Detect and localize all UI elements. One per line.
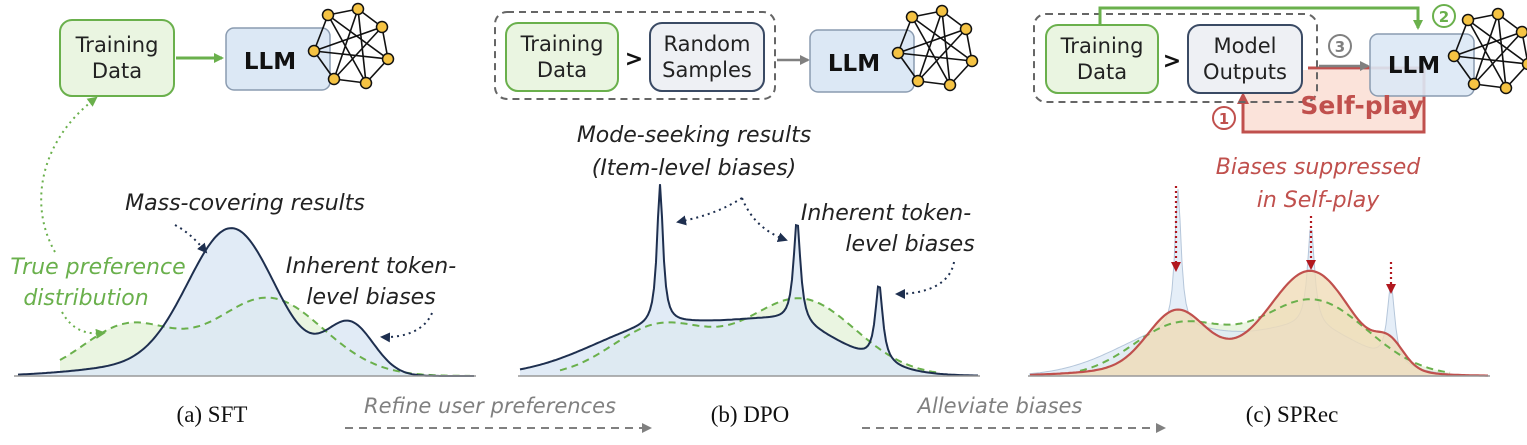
- sft-dotted-arrow-to-inherent: [382, 313, 432, 337]
- dpo-dotted-arrow-left-peak: [678, 198, 742, 222]
- sprec-caption: (c) SPRec: [1246, 402, 1339, 427]
- self-play-label: Self-play: [1300, 91, 1423, 120]
- network-node: [377, 22, 388, 33]
- sft-llm-label: LLM: [244, 49, 296, 75]
- sft-dotted-arrow-to-data: [41, 98, 96, 252]
- sft-training-data-line1: Training: [75, 33, 159, 57]
- dpo-mode-line2: (Item-level biases): [592, 156, 797, 181]
- sft-training-data-line2: Data: [92, 59, 142, 83]
- network-node: [383, 54, 394, 65]
- network-node: [361, 78, 372, 89]
- network-node: [967, 56, 978, 67]
- sft-true-pref-line2: distribution: [23, 286, 148, 311]
- network-node: [309, 46, 320, 57]
- network-node: [323, 10, 334, 21]
- network-node: [961, 24, 972, 35]
- network-node: [1523, 59, 1527, 70]
- panel-sft: Training Data LLM True preference distri…: [10, 4, 476, 428]
- sprec-llm-label: LLM: [1388, 53, 1440, 79]
- sprec-greater-than: >: [1163, 49, 1181, 74]
- dpo-llm-label: LLM: [828, 51, 880, 77]
- sft-dotted-arrow-to-mass: [175, 225, 206, 252]
- network-node: [893, 48, 904, 59]
- panel-sprec: Training Data > Model Outputs LLM Self-p…: [1028, 5, 1527, 427]
- dpo-caption: (b) DPO: [711, 402, 790, 427]
- sprec-suppressed-line2: in Self-play: [1257, 188, 1381, 213]
- sprec-model-outputs-line1: Model: [1213, 34, 1276, 58]
- dpo-greater-than: >: [625, 47, 643, 72]
- dpo-random-samples-line2: Samples: [662, 58, 752, 82]
- sprec-model-outputs-line2: Outputs: [1203, 60, 1287, 84]
- network-node: [1469, 79, 1480, 90]
- network-edge: [1474, 14, 1498, 84]
- transition-refine: Refine user preferences: [345, 394, 650, 428]
- transition-alleviate: Alleviate biases: [862, 394, 1164, 428]
- dpo-inherent-line2: level biases: [845, 232, 974, 257]
- step-2-number: 2: [1439, 8, 1449, 26]
- sft-caption: (a) SFT: [177, 402, 248, 427]
- dpo-inherent-line1: Inherent token-: [801, 201, 971, 226]
- network-edge: [918, 11, 942, 81]
- sft-training-data-box: [60, 20, 174, 96]
- network-node: [937, 6, 948, 17]
- dpo-training-data-line1: Training: [520, 32, 604, 56]
- network-node: [913, 76, 924, 87]
- sprec-suppressed-line1: Biases suppressed: [1216, 155, 1422, 180]
- sft-inherent-line1: Inherent token-: [286, 254, 456, 279]
- sft-true-pref-line1: True preference: [10, 255, 185, 280]
- network-node: [353, 4, 364, 15]
- dpo-training-data-line2: Data: [537, 58, 587, 82]
- network-node: [945, 80, 956, 91]
- network-node: [907, 12, 918, 23]
- dpo-random-samples-line1: Random: [664, 32, 751, 56]
- panel-dpo: Training Data > Random Samples LLM Mode-…: [495, 6, 980, 428]
- network-node: [1449, 51, 1460, 62]
- network-node: [1501, 83, 1512, 94]
- dpo-dotted-arrow-mid-peak: [742, 198, 786, 240]
- step-3-number: 3: [1335, 38, 1345, 56]
- dpo-mode-line1: Mode-seeking results: [577, 123, 811, 148]
- transition-refine-label: Refine user preferences: [364, 394, 616, 418]
- sft-mass-label: Mass-covering results: [125, 191, 365, 216]
- sft-inherent-line2: level biases: [306, 285, 435, 310]
- dpo-dotted-arrow-right-peak: [897, 262, 954, 294]
- sprec-training-data-line1: Training: [1060, 34, 1144, 58]
- transition-alleviate-label: Alleviate biases: [916, 394, 1083, 418]
- network-node: [329, 74, 340, 85]
- network-node: [1517, 27, 1527, 38]
- sprec-training-data-line2: Data: [1077, 60, 1127, 84]
- sft-dotted-arrow-to-true: [62, 312, 104, 333]
- network-node: [1493, 9, 1504, 20]
- network-edge: [334, 9, 358, 79]
- step-1-number: 1: [1219, 110, 1229, 128]
- network-node: [1463, 15, 1474, 26]
